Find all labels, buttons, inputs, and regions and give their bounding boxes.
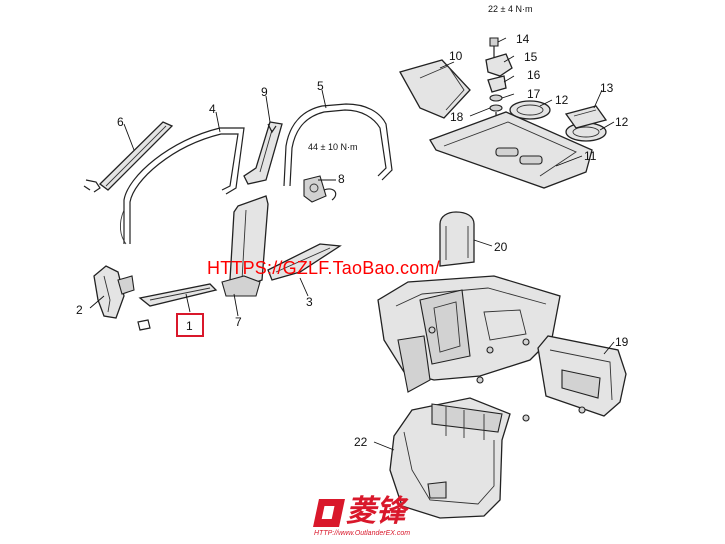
callout-1: 1 (186, 319, 193, 333)
part-4-door-weatherstrip (119, 127, 245, 245)
callout-15: 15 (524, 50, 538, 64)
part-20-access-cover (439, 211, 475, 267)
callout-11: 11 (584, 149, 597, 163)
part-11-rear-shelf-panel (429, 111, 593, 189)
callout-12-lower: 12 (615, 115, 629, 129)
callout-9: 9 (261, 85, 268, 99)
part-8-seatbelt-guide (303, 175, 337, 203)
part-10-c-pillar-trim (399, 59, 471, 119)
logo-text: 菱锋 (346, 495, 406, 528)
torque-spec-top: 22 ± 4 N·m (488, 4, 532, 14)
part-13-speaker-cover (564, 105, 608, 129)
leader-lines (89, 37, 615, 451)
callout-2: 2 (76, 303, 83, 317)
watermark-url: HTTPS://GZLF.TaoBao.com/ (207, 258, 440, 278)
callout-8: 8 (338, 172, 345, 186)
callout-3: 3 (306, 295, 313, 309)
callout-14: 14 (516, 32, 530, 46)
parts-14-18-fastener-stack (485, 37, 513, 160)
callout-19: 19 (615, 335, 629, 349)
callout-7: 7 (235, 315, 242, 329)
callout-20: 20 (494, 240, 508, 254)
part-7-b-pillar-lower (221, 195, 269, 297)
callout-4: 4 (209, 102, 216, 116)
logo-mark-icon (313, 499, 345, 527)
torque-spec-pillar: 44 ± 10 N·m (308, 142, 357, 152)
callout-12: 12 (555, 93, 569, 107)
logo-url: HTTP://www.OutlanderEX.com (314, 530, 411, 537)
callout-5: 5 (317, 79, 324, 93)
callout-22: 22 (354, 435, 368, 449)
quarter-trim-panel (377, 275, 561, 393)
part-19-trunk-sill-panel (537, 335, 627, 417)
part-1-front-sill-plate (138, 283, 218, 307)
brand-logo: 菱锋 HTTP://www.OutlanderEX.com (313, 495, 414, 539)
part-2-cowl-side-trim (93, 265, 151, 331)
part-3-rear-sill-trim (267, 243, 342, 281)
part-6-a-pillar-trim (83, 121, 174, 193)
callout-17: 17 (527, 87, 541, 101)
part-22-trunk-side-liner (389, 397, 530, 519)
highlight-box-part-1 (176, 313, 204, 337)
part-5-rear-door-weatherstrip (283, 103, 393, 187)
callout-13: 13 (600, 81, 614, 95)
callout-6: 6 (117, 115, 124, 129)
callout-16: 16 (527, 68, 541, 82)
part-9-b-pillar-upper (243, 121, 283, 185)
callout-10: 10 (449, 49, 463, 63)
callout-numbers: 6 4 9 5 8 2 1 7 3 10 14 15 16 17 18 12 1… (76, 32, 629, 449)
callout-18: 18 (450, 110, 464, 124)
